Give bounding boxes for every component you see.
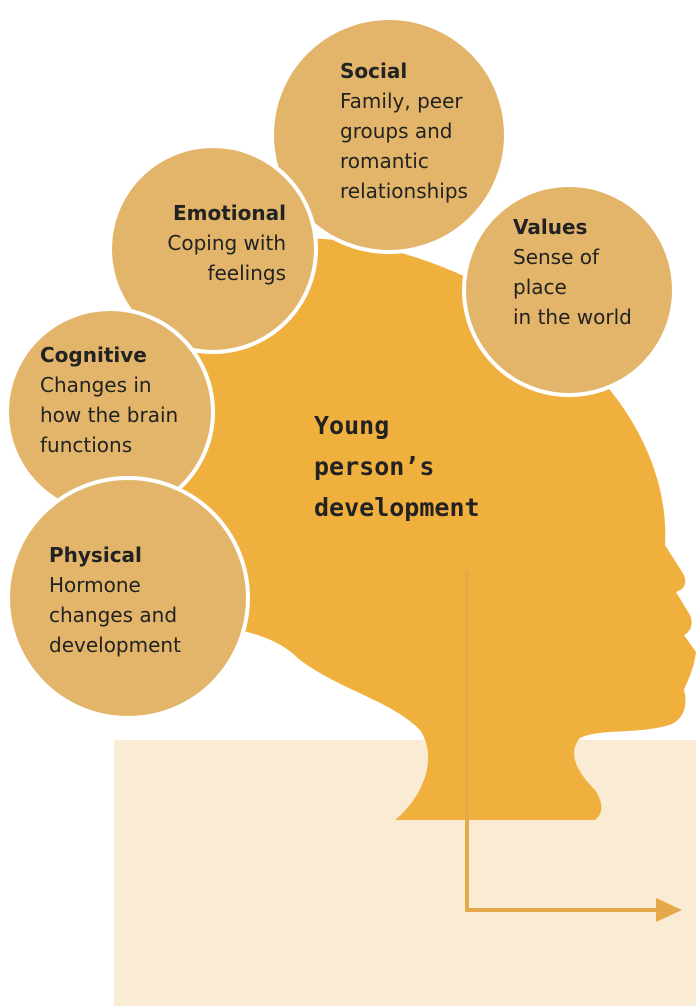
bubble-cognitive-title: Cognitive — [40, 343, 147, 367]
bubble-emotional-description: Coping with feelings — [167, 231, 286, 285]
bubble-cognitive-description: Changes in how the brain functions — [40, 373, 179, 457]
center-title: Young person’s development — [314, 411, 480, 522]
bubble-cognitive: Cognitive Changes in how the brain funct… — [40, 340, 178, 460]
bubble-values: Values Sense of place in the world — [513, 212, 632, 332]
bubble-social: Social Family, peer groups and romantic … — [340, 56, 468, 206]
bubble-social-title: Social — [340, 59, 408, 83]
bubble-emotional-title: Emotional — [173, 201, 286, 225]
background-panel — [114, 740, 696, 1006]
bubble-physical: Physical Hormone changes and development — [49, 540, 181, 660]
bubble-values-description: Sense of place in the world — [513, 245, 632, 329]
bubble-physical-title: Physical — [49, 543, 142, 567]
bubble-values-circle — [462, 183, 676, 397]
arrow-head-icon — [656, 898, 682, 922]
bubble-physical-description: Hormone changes and development — [49, 573, 181, 657]
bubble-emotional: Emotional Coping with feelings — [126, 198, 286, 288]
bubble-social-circle — [270, 16, 508, 254]
bubble-values-title: Values — [513, 215, 588, 239]
bubble-social-description: Family, peer groups and romantic relatio… — [340, 89, 468, 203]
bubble-physical-circle — [6, 476, 250, 720]
bubble-emotional-circle — [108, 144, 318, 354]
